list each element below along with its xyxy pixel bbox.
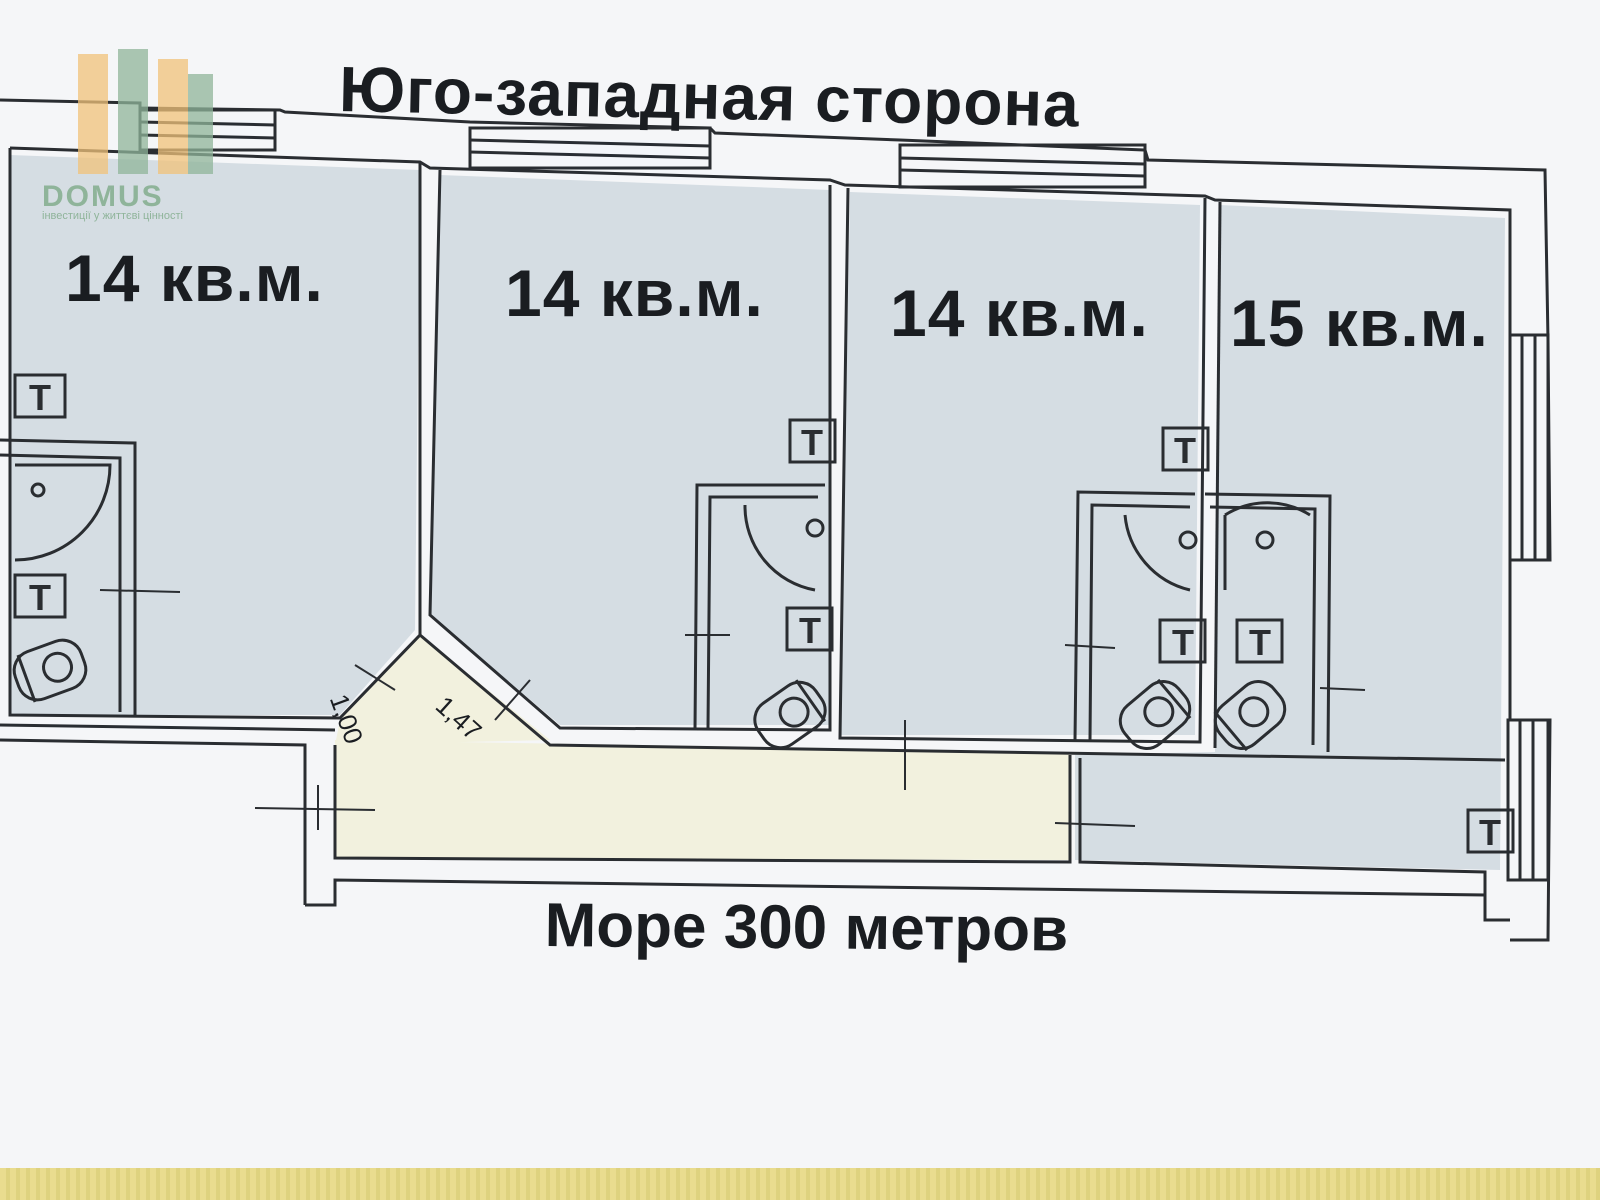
fixture-box bbox=[13, 573, 67, 619]
room-3-bathroom bbox=[1073, 490, 1196, 741]
fixture-symbol: Т bbox=[1172, 622, 1194, 663]
room-2-fill bbox=[430, 175, 830, 725]
room-4-fill bbox=[1075, 205, 1505, 870]
toilet-1 bbox=[12, 638, 88, 703]
shower-1 bbox=[14, 463, 112, 562]
fixture-boxes bbox=[13, 373, 1515, 854]
shower-4 bbox=[1223, 501, 1311, 590]
toilets bbox=[12, 638, 1287, 752]
fixture-symbol: Т bbox=[29, 377, 51, 418]
walls bbox=[0, 98, 1552, 942]
fixture-labels: Т Т Т Т Т Т Т Т bbox=[29, 377, 1501, 853]
corridor-walls bbox=[333, 745, 1072, 864]
fixture-box bbox=[1235, 618, 1284, 664]
sea-distance-label: Море 300 метров bbox=[544, 890, 1069, 965]
room-3-fill bbox=[840, 192, 1200, 735]
room-2-bathroom bbox=[693, 483, 825, 731]
right-wall bbox=[1508, 339, 1552, 942]
fixture-box bbox=[1466, 808, 1515, 854]
fixture-box bbox=[1161, 426, 1210, 472]
room-3-area: 14 кв.м. bbox=[890, 276, 1149, 350]
logo-tagline: інвестиції у життєві цінності bbox=[42, 210, 183, 222]
shower-fixtures bbox=[14, 463, 1311, 592]
fixture-symbol: Т bbox=[799, 610, 821, 651]
room-1-bathroom bbox=[0, 438, 137, 715]
logo-name: DOMUS bbox=[42, 180, 164, 213]
door-marks bbox=[99, 589, 1366, 830]
fixture-symbol: Т bbox=[29, 577, 51, 618]
corridor-fill bbox=[335, 740, 1070, 860]
room-fills bbox=[10, 155, 1505, 870]
room-2-walls bbox=[428, 169, 832, 732]
fixture-box bbox=[785, 606, 834, 652]
logo-graphic bbox=[78, 49, 213, 174]
fixture-box bbox=[1158, 618, 1207, 664]
fixture-symbol: Т bbox=[1174, 430, 1196, 471]
fixture-symbol: Т bbox=[801, 422, 823, 463]
window-top-3 bbox=[898, 143, 1147, 189]
shower-2 bbox=[743, 504, 816, 592]
table-surface bbox=[0, 1168, 1600, 1200]
room-4-area: 15 кв.м. bbox=[1230, 286, 1489, 360]
room-1-fill bbox=[10, 155, 420, 715]
fixture-box bbox=[788, 418, 837, 464]
toilet-2 bbox=[753, 679, 827, 750]
fixture-box bbox=[13, 373, 67, 419]
window-right-2 bbox=[1506, 718, 1550, 882]
room-1-walls bbox=[8, 148, 422, 720]
top-wall-inner bbox=[9, 146, 1512, 335]
fixture-symbol: Т bbox=[1249, 622, 1271, 663]
room-2-area: 14 кв.м. bbox=[505, 256, 764, 330]
toilet-4 bbox=[1213, 680, 1287, 752]
room-1-area: 14 кв.м. bbox=[65, 241, 324, 315]
window-top-2 bbox=[468, 126, 712, 170]
page-title: Юго-западная сторона bbox=[338, 52, 1081, 141]
toilet-3 bbox=[1118, 678, 1192, 750]
shower-3 bbox=[1123, 514, 1191, 592]
fixture-symbol: Т bbox=[1479, 812, 1501, 853]
room-4-walls bbox=[1213, 201, 1222, 749]
window-right-1 bbox=[1508, 333, 1550, 562]
room-4-bathroom bbox=[1204, 492, 1332, 753]
